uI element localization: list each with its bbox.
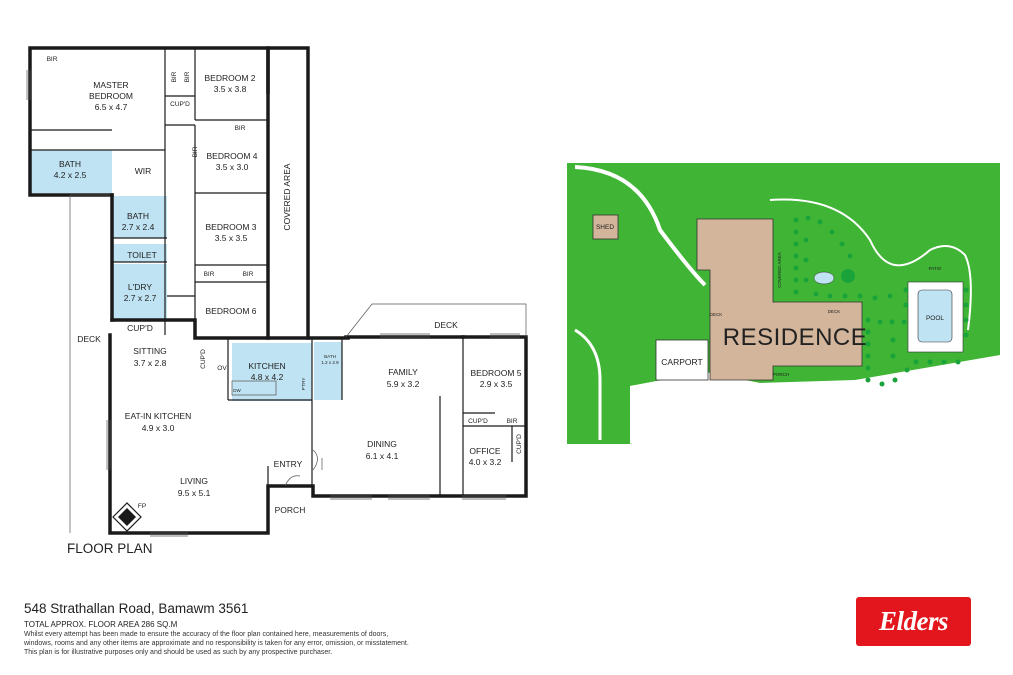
bedroom-5-label: BEDROOM 5	[470, 368, 521, 378]
bath-main-dim: 4.2 x 2.5	[54, 170, 87, 180]
elders-logo: Elders	[856, 597, 971, 646]
pantry-label: P'TRY	[301, 378, 306, 391]
shed-box	[592, 214, 619, 240]
shed-label: SHED	[596, 224, 614, 231]
toilet-label: TOILET	[127, 250, 157, 260]
bir-d-label: BIR	[243, 271, 254, 278]
living-dim: 9.5 x 5.1	[178, 488, 211, 498]
family-label: FAMILY	[388, 367, 418, 377]
living-label: LIVING	[180, 476, 208, 486]
eat-in-kitchen-label: EAT-IN KITCHEN	[125, 411, 191, 421]
cupd-top-label: CUP'D	[170, 101, 190, 108]
entry-label: ENTRY	[274, 459, 303, 469]
bir-bed4-side-label: BIR	[192, 146, 199, 157]
bedroom-3-label: BEDROOM 3	[205, 222, 256, 232]
bedroom-6-label: BEDROOM 6	[205, 306, 256, 316]
porch-label: PORCH	[275, 505, 306, 515]
bedroom-2-label: BEDROOM 2	[204, 73, 255, 83]
site-plan: SHED CARPORT RESIDENCE DECK DECK COVERED…	[567, 163, 1000, 444]
floor-plan-walls	[26, 46, 528, 537]
bir-bed4-top-label: BIR	[235, 125, 246, 132]
wir-label: WIR	[135, 166, 152, 176]
pool-water	[917, 289, 953, 343]
property-address: 548 Strathallan Road, Bamawm 3561	[24, 601, 249, 616]
elders-logo-text: Elders	[878, 606, 949, 636]
bedroom-2-dim: 3.5 x 3.8	[214, 84, 247, 94]
porch-site-label: PORCH	[773, 372, 789, 377]
bir-c-label: BIR	[204, 271, 215, 278]
carport-label: CARPORT	[661, 357, 702, 367]
kitchen-label: KITCHEN	[248, 361, 285, 371]
dishwasher-label: DW	[233, 388, 241, 393]
bath-2-label: BATH	[127, 211, 149, 221]
bath-3-label: BATH	[324, 354, 336, 359]
disclaimer-line-1: Whilst every attempt has been made to en…	[24, 631, 389, 638]
fireplace-label: FP	[138, 503, 146, 510]
total-floor-area: TOTAL APPROX. FLOOR AREA 286 SQ.M	[24, 620, 178, 629]
dining-dim: 6.1 x 4.1	[366, 451, 399, 461]
master-bedroom-dim: 6.5 x 4.7	[95, 102, 128, 112]
kitchen-dim: 4.8 x 4.2	[251, 372, 284, 382]
office-label: OFFICE	[469, 446, 500, 456]
laundry-dim: 2.7 x 2.7	[124, 293, 157, 303]
eat-in-kitchen-dim: 4.9 x 3.0	[142, 423, 175, 433]
covered-area-site-label: COVERED AREA	[777, 252, 782, 288]
bir-bed5-label: BIR	[507, 418, 518, 425]
disclaimer-line-2: windows, rooms and any other items are a…	[24, 640, 409, 647]
deck-top-label: DECK	[710, 312, 723, 317]
garden-dots	[793, 215, 969, 387]
family-dim: 5.9 x 3.2	[387, 379, 420, 389]
covered-area-label: COVERED AREA	[282, 163, 292, 230]
office-dim: 4.0 x 3.2	[469, 457, 502, 467]
carport-box	[655, 339, 709, 381]
bedroom-3-dim: 3.5 x 3.5	[215, 233, 248, 243]
patio-label: PATIO	[929, 266, 942, 271]
bath-2-dim: 2.7 x 2.4	[122, 222, 155, 232]
laundry-label: L'DRY	[128, 282, 152, 292]
bedroom-5-dim: 2.9 x 3.5	[480, 379, 513, 389]
bedroom-4-label: BEDROOM 4	[206, 151, 257, 161]
cupd-office-label: CUP'D	[516, 434, 523, 454]
bath-3-dim: 1.2 x 2.9	[321, 360, 339, 365]
residence-shape	[696, 218, 863, 381]
deck-left-label: DECK	[77, 334, 101, 344]
bedroom-4-dim: 3.5 x 3.0	[216, 162, 249, 172]
residence-label: RESIDENCE	[723, 324, 868, 351]
cupd-kitchen-label: CUP'D	[200, 349, 207, 369]
floor-plan-labels: BIR MASTER BEDROOM 6.5 x 4.7 BIR BIR CUP…	[47, 56, 523, 515]
deck-right-label: DECK	[434, 320, 458, 330]
cupd-bed5-label: CUP'D	[468, 418, 488, 425]
master-bedroom-label-2: BEDROOM	[89, 91, 133, 101]
pool-label: POOL	[926, 315, 944, 322]
wet-areas	[31, 150, 342, 401]
bir-b-label: BIR	[184, 71, 191, 82]
bir-a-label: BIR	[171, 71, 178, 82]
sitting-label: SITTING	[133, 346, 167, 356]
sitting-dim: 3.7 x 2.8	[134, 358, 167, 368]
oven-label: OV	[217, 365, 227, 372]
floor-plan-title: FLOOR PLAN	[67, 541, 153, 556]
dining-label: DINING	[367, 439, 397, 449]
cupd-sitting-label: CUP'D	[127, 323, 153, 333]
master-bedroom-label: MASTER	[93, 80, 128, 90]
disclaimer-line-3: This plan is for illustrative purposes o…	[24, 649, 333, 656]
bir-master-label: BIR	[47, 56, 58, 63]
deck-bottom-label: DECK	[828, 309, 841, 314]
bath-main-label: BATH	[59, 159, 81, 169]
